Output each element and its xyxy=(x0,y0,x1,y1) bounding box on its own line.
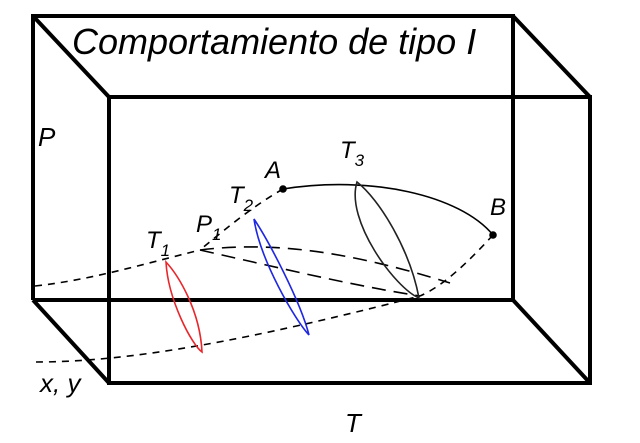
axis-label-t: T xyxy=(345,408,363,438)
axis-label-xy: x, y xyxy=(38,368,82,398)
diagram-title: Comportamiento de tipo I xyxy=(72,21,476,62)
envelope-lower xyxy=(35,295,421,363)
isotherm-t3-label: T3 xyxy=(340,137,365,170)
isotherm-t1-loop xyxy=(165,259,203,354)
isotherm-t1-sub: 1 xyxy=(161,241,170,260)
isotherm-t1 xyxy=(165,259,203,354)
isotherm-t2 xyxy=(253,218,310,336)
isotherm-t2-loop xyxy=(253,218,310,336)
box-edge-top-right xyxy=(511,14,592,99)
box-frame xyxy=(31,14,592,385)
point-b-marker xyxy=(489,231,497,239)
isotherm-t3-sub: 3 xyxy=(355,151,365,170)
box-edge-bottom-left xyxy=(31,298,111,385)
isotherm-t2-sub: 2 xyxy=(243,196,254,215)
bubble-curve-2 xyxy=(199,249,421,297)
box-edge-top-left xyxy=(31,14,111,99)
axis-label-p: P xyxy=(38,122,56,152)
isotherm-t1-base: T xyxy=(146,227,163,254)
dew-curve-right xyxy=(419,234,494,297)
envelope-upper-left xyxy=(34,249,201,287)
point-b-label: B xyxy=(490,194,506,221)
dew-curve-upper xyxy=(199,188,284,251)
point-a-marker xyxy=(279,185,287,193)
box-edge-bottom-right xyxy=(511,298,592,385)
isotherm-t3-loop xyxy=(354,180,421,300)
point-p1-label: P1 xyxy=(196,211,221,244)
critical-arc xyxy=(282,183,494,236)
point-p1-sub: 1 xyxy=(212,225,221,244)
bubble-curve-1 xyxy=(199,246,451,284)
box-front-face xyxy=(107,95,592,385)
isotherm-t2-base: T xyxy=(229,182,246,209)
point-a-label: A xyxy=(263,157,281,184)
isotherm-t3-base: T xyxy=(340,137,357,164)
isotherm-t3 xyxy=(354,180,421,300)
isotherm-t1-label: T1 xyxy=(146,227,170,260)
point-p1-base: P xyxy=(196,211,212,238)
phase-envelope xyxy=(34,183,494,363)
isotherm-t2-label: T2 xyxy=(229,182,254,215)
